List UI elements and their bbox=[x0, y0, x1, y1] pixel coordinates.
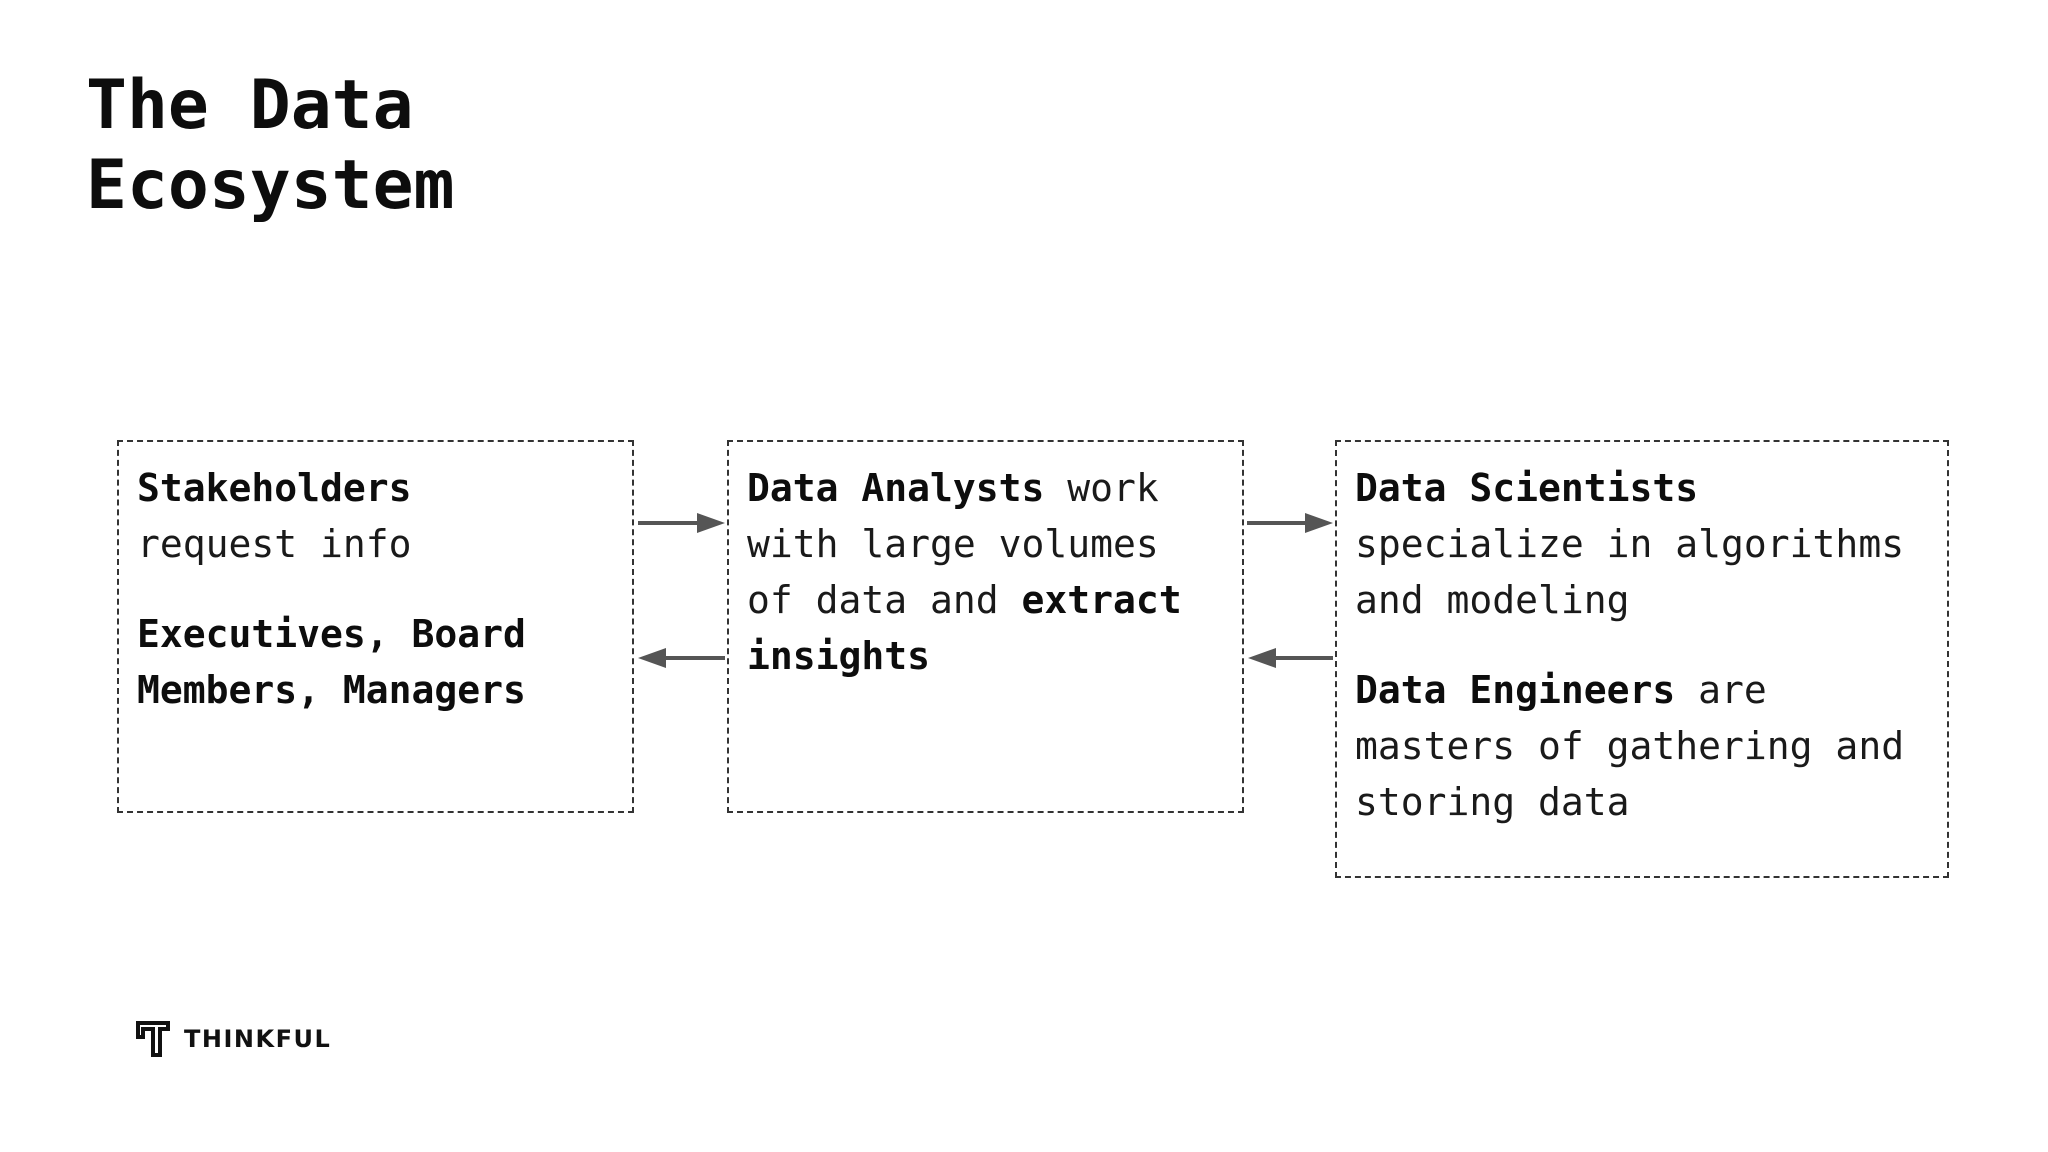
analysts-label: Data Analysts bbox=[747, 466, 1045, 510]
analysts-para: Data Analysts work with large volumes of… bbox=[747, 460, 1224, 684]
arrow-analysts-to-stakeholders bbox=[638, 648, 725, 668]
scientists-label: Data Scientists bbox=[1355, 466, 1699, 510]
scientists-engineers-box: Data Scientists specialize in algorithms… bbox=[1335, 440, 1949, 878]
arrow-scientists-to-analysts bbox=[1248, 648, 1333, 668]
analysts-emphasis: extract insights bbox=[747, 578, 1182, 678]
stakeholders-box: Stakeholders request info Executives, Bo… bbox=[117, 440, 634, 813]
stakeholders-examples: Executives, Board Members, Managers bbox=[137, 612, 526, 712]
thinkful-logo: THINKFUL bbox=[134, 1018, 331, 1060]
engineers-desc: are masters of gathering and storing dat… bbox=[1355, 668, 1905, 824]
analysts-box: Data Analysts work with large volumes of… bbox=[727, 440, 1244, 813]
arrow-analysts-to-scientists bbox=[1247, 513, 1333, 533]
engineers-para: Data Engineers are masters of gathering … bbox=[1355, 662, 1929, 830]
stakeholders-para-2: Executives, Board Members, Managers bbox=[137, 606, 614, 718]
scientists-desc: specialize in algorithms and modeling bbox=[1355, 522, 1905, 622]
stakeholders-desc: request info bbox=[137, 522, 412, 566]
stakeholders-para-1: Stakeholders request info bbox=[137, 460, 614, 572]
scientists-para: Data Scientists specialize in algorithms… bbox=[1355, 460, 1929, 628]
arrow-stakeholders-to-analysts bbox=[638, 513, 725, 533]
engineers-label: Data Engineers bbox=[1355, 668, 1676, 712]
stakeholders-label: Stakeholders bbox=[137, 466, 412, 510]
analysts-desc: work with large volumes of data and bbox=[747, 466, 1159, 622]
thinkful-logo-icon bbox=[136, 1021, 170, 1057]
title-line-1: The Data bbox=[86, 66, 414, 145]
title-line-2: Ecosystem bbox=[86, 146, 455, 225]
thinkful-logo-text: THINKFUL bbox=[184, 1025, 332, 1053]
slide-title: The Data Ecosystem bbox=[86, 66, 454, 226]
